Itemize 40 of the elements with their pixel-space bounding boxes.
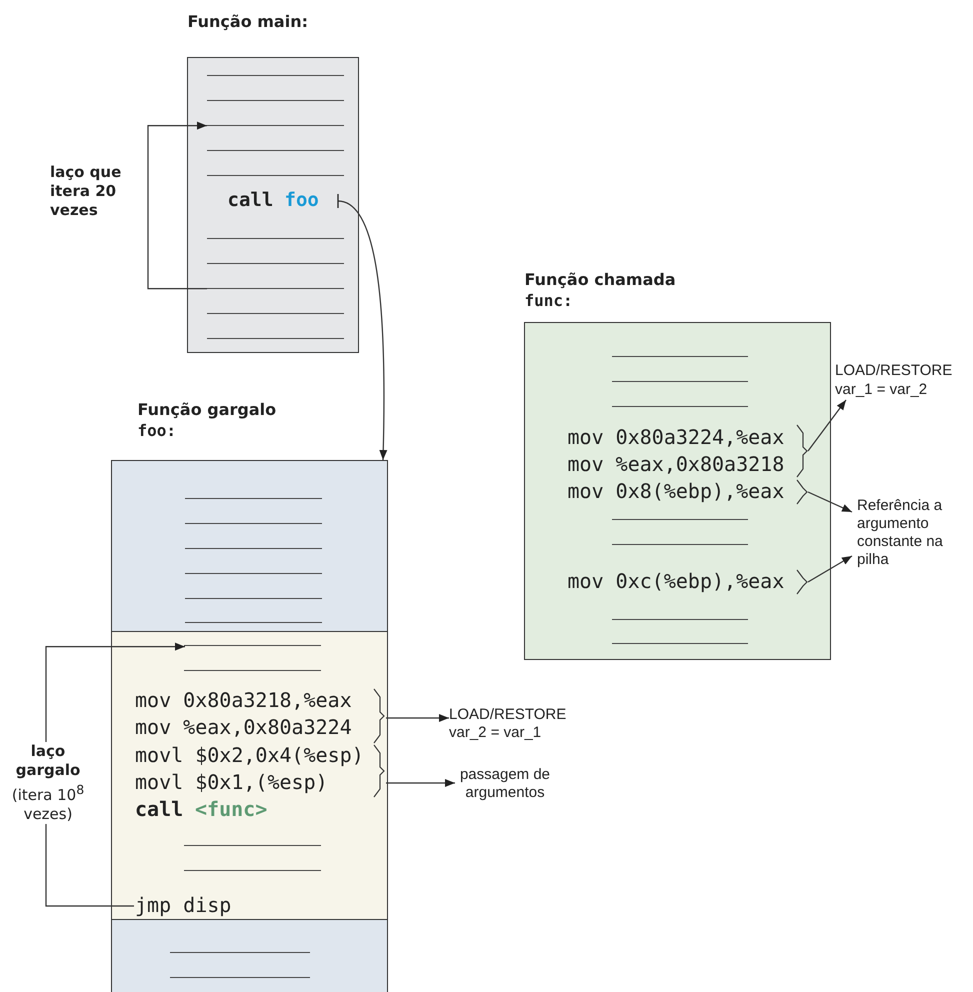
placeholder-rule [206, 288, 344, 289]
heading: Função chamada [524, 270, 676, 290]
arrow [386, 779, 455, 787]
heading: foo: [138, 420, 176, 440]
annotation-text: var_2 = var_1 [449, 724, 542, 742]
arrow [808, 555, 852, 583]
heading: Função main: [188, 12, 308, 32]
arrow [808, 400, 846, 452]
code-text: mov %eax,0x80a3218 [568, 452, 784, 476]
code-group [133, 744, 385, 798]
annotation-text: var_1 = var_2 [835, 381, 928, 399]
code-text: mov 0x80a3218,%eax [135, 688, 352, 712]
code-text: movl $0x1,(%esp) [135, 770, 328, 794]
code-text: mov 0x80a3224,%eax [568, 424, 784, 448]
annotation-text: LOAD/RESTORE [449, 706, 566, 724]
code-text: foo [284, 188, 319, 210]
arrow [808, 491, 852, 513]
loop-section [110, 630, 388, 920]
code-text: movl $0x2,0x4(%esp) [135, 743, 364, 767]
annotation-text: passagem de argumentos [458, 766, 552, 802]
heading: func: [524, 290, 573, 310]
arrow [147, 122, 207, 290]
code-text: mov 0xc(%ebp),%eax [568, 568, 784, 592]
code-text: call [135, 797, 184, 821]
code-group [566, 424, 808, 478]
annotation-text: LOAD/RESTORE [835, 362, 952, 380]
code-line [566, 568, 808, 594]
arrow [336, 194, 388, 460]
code-text: jmp disp [135, 893, 232, 917]
annotation-text: Referência a argumento constante na pilha [857, 497, 944, 569]
code-text: mov %eax,0x80a3224 [135, 715, 352, 739]
code-line [566, 478, 808, 504]
code-text: mov 0x8(%ebp),%eax [568, 478, 784, 502]
code-group [133, 688, 385, 744]
code-text: call [228, 188, 274, 210]
heading: Função gargalo [138, 400, 276, 420]
arrow [386, 714, 449, 722]
placeholder-rule [206, 124, 344, 126]
placeholder-rule [184, 645, 321, 646]
code-text: <func> [195, 797, 268, 821]
